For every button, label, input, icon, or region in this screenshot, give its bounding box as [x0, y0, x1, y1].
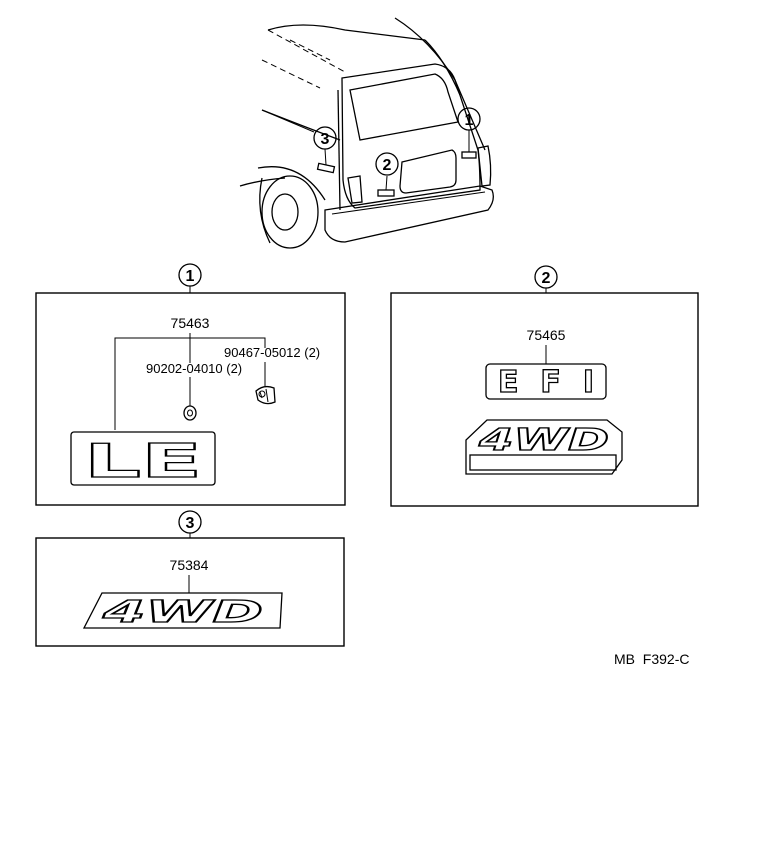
part-number-75465: 75465 — [527, 327, 566, 343]
vehicle-callout-2: 2 — [375, 152, 399, 176]
panel-1-frame — [35, 292, 346, 506]
figure-code: MB F392-C — [614, 651, 689, 667]
panel-1: 1 75463 90467-05012 (2) 90202-04010 (2) … — [35, 263, 346, 506]
panel-1-callout: 1 — [178, 263, 202, 287]
panel-2-callout: 2 — [534, 265, 558, 289]
panel-3: 3 75384 4WD — [35, 510, 345, 647]
part-number-90467-05012: 90467-05012 (2) — [224, 345, 320, 360]
svg-text:4WD: 4WD — [477, 423, 609, 458]
svg-text:1: 1 — [186, 268, 195, 285]
efi-emblem: EFI — [485, 363, 607, 401]
panel-3-callout: 3 — [178, 510, 202, 534]
vehicle-rear-illustration — [239, 17, 494, 249]
panel-3-frame — [35, 537, 345, 647]
grommet-icon — [183, 405, 197, 421]
svg-text:4WD: 4WD — [101, 595, 263, 630]
part-number-75384: 75384 — [170, 557, 209, 573]
vehicle-callout-1: 1 — [457, 107, 481, 131]
svg-text:LE: LE — [84, 434, 202, 488]
4wd-emblem: 4WD — [82, 592, 283, 631]
part-number-75463: 75463 — [171, 315, 210, 331]
panel-2-frame — [390, 292, 699, 507]
svg-text:E F I: E F I — [483, 457, 603, 472]
le-emblem: LE — [70, 431, 216, 489]
panel-2: 2 75465 EFI 4WD E F I — [390, 265, 699, 507]
vehicle-callout-3: 3 — [313, 126, 337, 150]
part-number-90202-04010: 90202-04010 (2) — [146, 361, 242, 376]
4wd-efi-emblem: 4WD E F I — [465, 419, 623, 475]
svg-text:2: 2 — [383, 157, 392, 174]
svg-text:3: 3 — [321, 131, 330, 148]
svg-text:1: 1 — [465, 112, 474, 129]
svg-text:3: 3 — [186, 515, 195, 532]
clip-nut-icon — [255, 385, 276, 405]
svg-text:2: 2 — [542, 270, 551, 287]
svg-text:EFI: EFI — [498, 365, 594, 400]
